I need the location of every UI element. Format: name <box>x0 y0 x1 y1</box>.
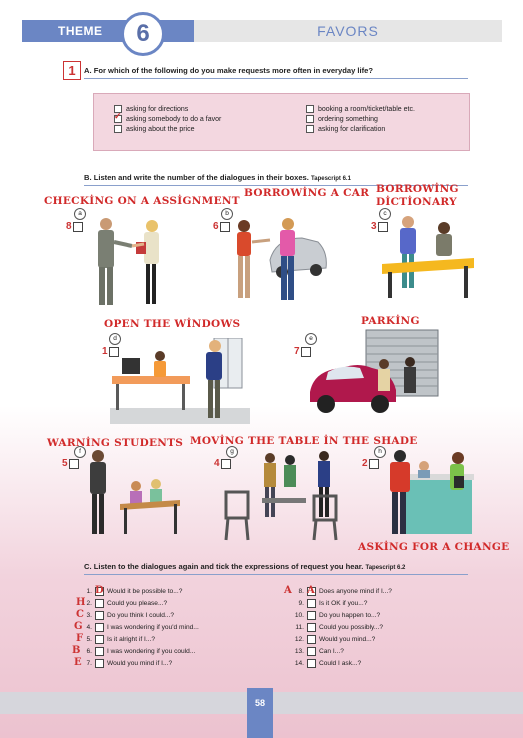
checkbox[interactable] <box>114 125 122 133</box>
answer-box-e[interactable]: 7 <box>294 346 311 357</box>
expression-checkbox[interactable] <box>95 659 104 668</box>
scene-letter-f: f <box>74 446 86 458</box>
answer-square[interactable] <box>300 346 311 357</box>
answer-box-c[interactable]: 3 <box>371 221 388 232</box>
section-b-instruction: B. Listen and write the number of the di… <box>84 173 468 186</box>
expression-checkbox[interactable]: D <box>95 585 104 596</box>
scene-letter-d: d <box>109 333 121 345</box>
scene-letter-e: e <box>305 333 317 345</box>
expression-row[interactable]: 5. Is it alright if I...? <box>86 635 156 644</box>
handwritten-mark: G <box>74 621 83 632</box>
scene-letter-g: g <box>226 446 238 458</box>
option-item[interactable]: asking for clarification <box>306 124 415 134</box>
scene-illustration-g <box>224 451 338 541</box>
expression-row[interactable]: 8. A Does anyone mind if I...? <box>298 585 392 596</box>
expression-checkbox[interactable] <box>307 623 316 632</box>
answer-box-g[interactable]: 4 <box>214 458 231 469</box>
options-right: booking a room/ticket/table etc. orderin… <box>306 104 415 134</box>
expression-checkbox[interactable] <box>307 611 316 620</box>
options-left: asking for directions ✓asking somebody t… <box>114 104 221 134</box>
scene-label-b: BORROWİNG A CAR <box>244 187 370 199</box>
scene-letter-b: b <box>221 208 233 220</box>
handwritten-mark: H <box>76 597 86 608</box>
scene-illustration-e <box>310 329 439 413</box>
expression-row[interactable]: 1. D Would it be possible to...? <box>86 585 183 596</box>
section-c-instruction: C. Listen to the dialogues again and tic… <box>84 562 468 575</box>
expression-checkbox[interactable] <box>95 611 104 620</box>
expression-row[interactable]: 7. Would you mind if I...? <box>86 659 173 668</box>
expression-checkbox[interactable] <box>95 635 104 644</box>
answer-box-b[interactable]: 6 <box>213 221 230 232</box>
option-item[interactable]: asking for directions <box>114 104 221 114</box>
expression-checkbox[interactable] <box>307 659 316 668</box>
option-item[interactable]: booking a room/ticket/table etc. <box>306 104 415 114</box>
section-a-question: A. For which of the following do you mak… <box>84 66 468 79</box>
handwritten-mark: A <box>284 585 292 596</box>
expression-row[interactable]: 4. I was wondering if you'd mind... <box>86 623 199 632</box>
answer-square[interactable] <box>108 346 119 357</box>
scene-label-a: CHECKİNG ON A ASSİGNMENT <box>44 195 240 207</box>
options-box: asking for directions ✓asking somebody t… <box>93 93 470 151</box>
page-number: 58 <box>247 688 273 738</box>
checkbox[interactable] <box>306 105 314 113</box>
scene-illustration-a <box>98 218 159 305</box>
expression-row[interactable]: 12. Would you mind...? <box>294 635 376 644</box>
answer-box-h[interactable]: 2 <box>362 458 379 469</box>
answer-square[interactable] <box>68 458 79 469</box>
scene-label-d: OPEN THE WİNDOWS <box>104 318 241 330</box>
expression-checkbox[interactable] <box>95 623 104 632</box>
scene-illustration-c <box>382 216 474 298</box>
scene-letter-a: a <box>74 208 86 220</box>
handwritten-mark: B <box>72 645 81 656</box>
checkbox[interactable] <box>114 105 122 113</box>
scene-letter-c: c <box>379 208 391 220</box>
expression-row[interactable]: 13. Can I...? <box>294 647 344 656</box>
answer-square[interactable] <box>72 221 83 232</box>
unit-title: FAVORS <box>194 20 502 42</box>
answer-square[interactable] <box>377 221 388 232</box>
scene-illustration-d <box>110 338 250 424</box>
checkbox-checked[interactable]: ✓ <box>114 111 122 123</box>
scene-label-h: ASKİNG FOR A CHANGE <box>358 541 510 553</box>
expression-row[interactable]: 11. Could you possibly...? <box>295 623 384 632</box>
checkbox[interactable] <box>306 115 314 123</box>
expression-row[interactable]: 10. Do you happen to...? <box>294 611 381 620</box>
answer-box-d[interactable]: 1 <box>102 346 119 357</box>
answer-box-f[interactable]: 5 <box>62 458 79 469</box>
answer-square[interactable] <box>220 458 231 469</box>
option-item-checked[interactable]: ✓asking somebody to do a favor <box>114 111 222 123</box>
option-item[interactable]: asking about the price <box>114 124 221 134</box>
scene-illustration-h <box>390 450 474 534</box>
scene-illustration-f <box>90 450 180 534</box>
scene-letter-h: h <box>374 446 386 458</box>
theme-number: 6 <box>121 12 165 56</box>
expression-checkbox[interactable] <box>307 599 316 608</box>
handwritten-mark: E <box>74 657 82 668</box>
answer-square[interactable] <box>368 458 379 469</box>
expression-checkbox[interactable] <box>95 647 104 656</box>
answer-square[interactable] <box>219 221 230 232</box>
exercise-number: 1 <box>63 61 81 80</box>
expression-row[interactable]: 3. Do you think I could...? <box>86 611 175 620</box>
scene-label-c: BORROWİNG DİCTİONARY <box>376 183 459 208</box>
theme-bar: THEME <box>22 20 194 42</box>
handwritten-mark: C <box>76 609 84 620</box>
expression-checkbox[interactable] <box>307 647 316 656</box>
expression-row[interactable]: 2. Could you please...? <box>86 599 168 608</box>
handwritten-mark: F <box>76 633 84 644</box>
scene-illustration-b <box>237 218 327 300</box>
answer-box-a[interactable]: 8 <box>66 221 83 232</box>
scene-label-e: PARKİNG <box>361 315 420 327</box>
expression-row[interactable]: 6. I was wondering if you could... <box>86 647 196 656</box>
expression-row[interactable]: 14. Could I ask...? <box>294 659 362 668</box>
expression-checkbox[interactable] <box>95 599 104 608</box>
check-mark-icon: ✓ <box>114 111 122 121</box>
checkbox[interactable] <box>306 125 314 133</box>
scene-label-g: MOVİNG THE TABLE İN THE SHADE <box>190 435 418 447</box>
option-item[interactable]: ordering something <box>306 114 415 124</box>
expression-checkbox[interactable] <box>307 635 316 644</box>
expression-checkbox[interactable]: A <box>307 585 316 596</box>
theme-label: THEME <box>58 24 103 38</box>
expression-row[interactable]: 9. Is it OK if you...? <box>298 599 368 608</box>
